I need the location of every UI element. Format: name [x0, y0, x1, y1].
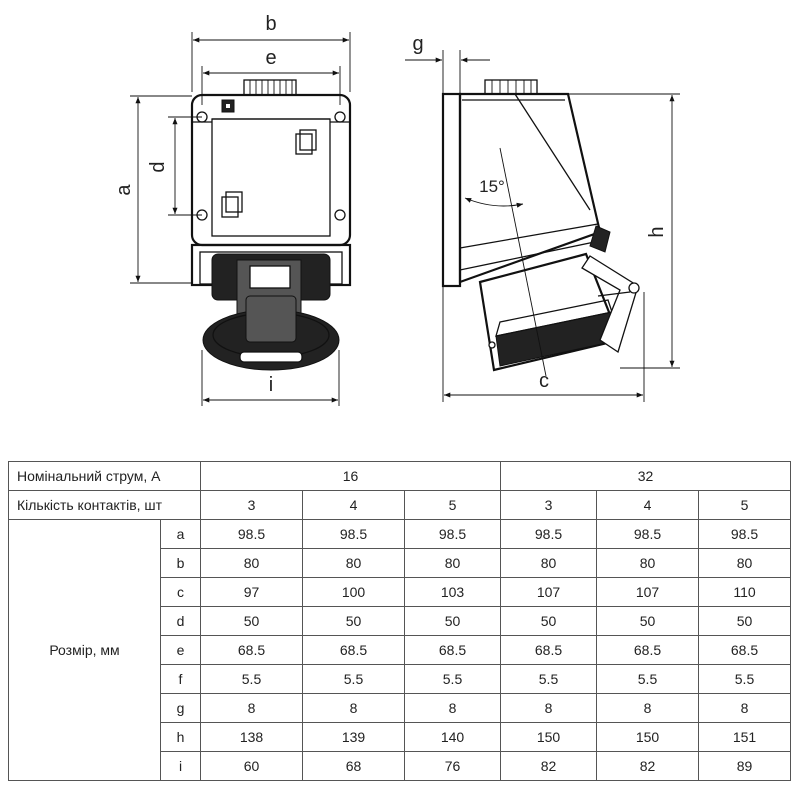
table-cell: 103	[404, 577, 501, 607]
dim-name: d	[160, 606, 201, 636]
table-cell: 50	[302, 606, 405, 636]
table-cell: 8	[404, 693, 501, 723]
current-row: Номінальний струм, А 16 32	[8, 461, 791, 491]
table-cell: 5.5	[500, 664, 597, 694]
table-cell: 98.5	[698, 519, 791, 549]
side-view: g 15° h	[405, 33, 680, 402]
current-header: Номінальний струм, А	[8, 461, 201, 491]
dim-name: a	[160, 519, 201, 549]
table-cell: 50	[200, 606, 303, 636]
table-cell: 68.5	[500, 635, 597, 665]
contacts-cell: 5	[404, 490, 501, 520]
current-16: 16	[200, 461, 501, 491]
size-header: Розмір, мм	[8, 519, 161, 781]
contacts-cell: 3	[200, 490, 303, 520]
table-cell: 76	[404, 751, 501, 781]
table-cell: 50	[500, 606, 597, 636]
table-cell: 8	[596, 693, 699, 723]
table-cell: 60	[200, 751, 303, 781]
contacts-cell: 4	[302, 490, 405, 520]
table-cell: 139	[302, 722, 405, 752]
table-cell: 68.5	[302, 635, 405, 665]
angle-label: 15°	[479, 177, 505, 196]
table-cell: 68.5	[596, 635, 699, 665]
table-cell: 107	[500, 577, 597, 607]
table-row: h 138 139 140 150 150 151	[9, 722, 791, 752]
contacts-cell: 5	[698, 490, 791, 520]
dim-label-h: h	[646, 226, 668, 237]
table-cell: 8	[302, 693, 405, 723]
table-cell: 98.5	[302, 519, 405, 549]
table-cell: 8	[698, 693, 791, 723]
table-cell: 80	[698, 548, 791, 578]
table-cell: 80	[596, 548, 699, 578]
table-cell: 50	[404, 606, 501, 636]
dim-name: i	[160, 751, 201, 781]
table-cell: 8	[200, 693, 303, 723]
angle-arc	[464, 197, 524, 208]
table-cell: 98.5	[596, 519, 699, 549]
table-cell: 80	[500, 548, 597, 578]
current-32: 32	[500, 461, 791, 491]
dim-name: h	[160, 722, 201, 752]
table-cell: 80	[404, 548, 501, 578]
table-cell: 150	[596, 722, 699, 752]
table-cell: 82	[500, 751, 597, 781]
dim-label-b: b	[265, 13, 276, 35]
dim-name: b	[160, 548, 201, 578]
table-cell: 98.5	[500, 519, 597, 549]
table-cell: 97	[200, 577, 303, 607]
table-cell: 5.5	[302, 664, 405, 694]
dim-name: g	[160, 693, 201, 723]
table-cell: 107	[596, 577, 699, 607]
dim-label-c: c	[539, 370, 549, 392]
table-cell: 80	[200, 548, 303, 578]
table-cell: 5.5	[596, 664, 699, 694]
contacts-cell: 4	[596, 490, 699, 520]
table-cell: 82	[596, 751, 699, 781]
table-cell: 140	[404, 722, 501, 752]
contacts-header: Кількість контактів, шт	[8, 490, 201, 520]
dim-label-i: i	[269, 374, 273, 396]
table-row: i 60 68 76 82 82 89	[9, 751, 791, 781]
dim-label-e: e	[265, 47, 276, 69]
table-cell: 50	[596, 606, 699, 636]
dim-name: e	[160, 635, 201, 665]
contacts-cell: 3	[500, 490, 597, 520]
dim-name: c	[160, 577, 201, 607]
table-cell: 151	[698, 722, 791, 752]
table-cell: 8	[500, 693, 597, 723]
table-cell: 5.5	[404, 664, 501, 694]
table-cell: 110	[698, 577, 791, 607]
table-row: g 8 8 8 8 8 8	[9, 693, 791, 723]
technical-drawing: b e a d	[113, 13, 680, 406]
table-cell: 68.5	[200, 635, 303, 665]
contacts-row: Кількість контактів, шт 3 4 5 3 4 5	[8, 490, 791, 520]
table-cell: 89	[698, 751, 791, 781]
table-cell: 5.5	[200, 664, 303, 694]
table-cell: 50	[698, 606, 791, 636]
table-cell: 68	[302, 751, 405, 781]
table-cell: 98.5	[404, 519, 501, 549]
table-cell: 100	[302, 577, 405, 607]
table-cell: 98.5	[200, 519, 303, 549]
dimensions-table: Номінальний струм, А 16 32 Кількість кон…	[8, 461, 791, 781]
dim-label-g: g	[412, 33, 423, 55]
table-cell: 68.5	[404, 635, 501, 665]
table-cell: 5.5	[698, 664, 791, 694]
front-view: b e a d	[113, 13, 352, 406]
table-row: b 80 80 80 80 80 80	[9, 548, 791, 578]
table-cell: 150	[500, 722, 597, 752]
table-row: Розмір, мм a 98.5 98.5 98.5 98.5 98.5 98…	[8, 519, 791, 781]
table-cell: 138	[200, 722, 303, 752]
dim-label-a: a	[113, 184, 135, 196]
table-cell: 68.5	[698, 635, 791, 665]
dim-name: f	[160, 664, 201, 694]
dim-label-d: d	[147, 161, 169, 172]
table-cell: 80	[302, 548, 405, 578]
